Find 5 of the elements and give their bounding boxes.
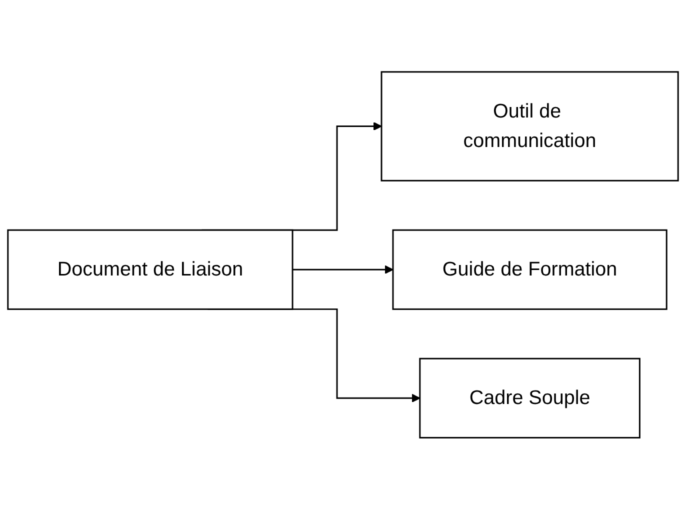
- node-box: Guide de Formation: [392, 230, 668, 310]
- node-box: Outil de communication: [380, 71, 679, 182]
- node-box: Cadre Souple: [419, 358, 640, 439]
- arrow: [292, 265, 394, 274]
- node-box: Document de Liaison: [7, 230, 294, 310]
